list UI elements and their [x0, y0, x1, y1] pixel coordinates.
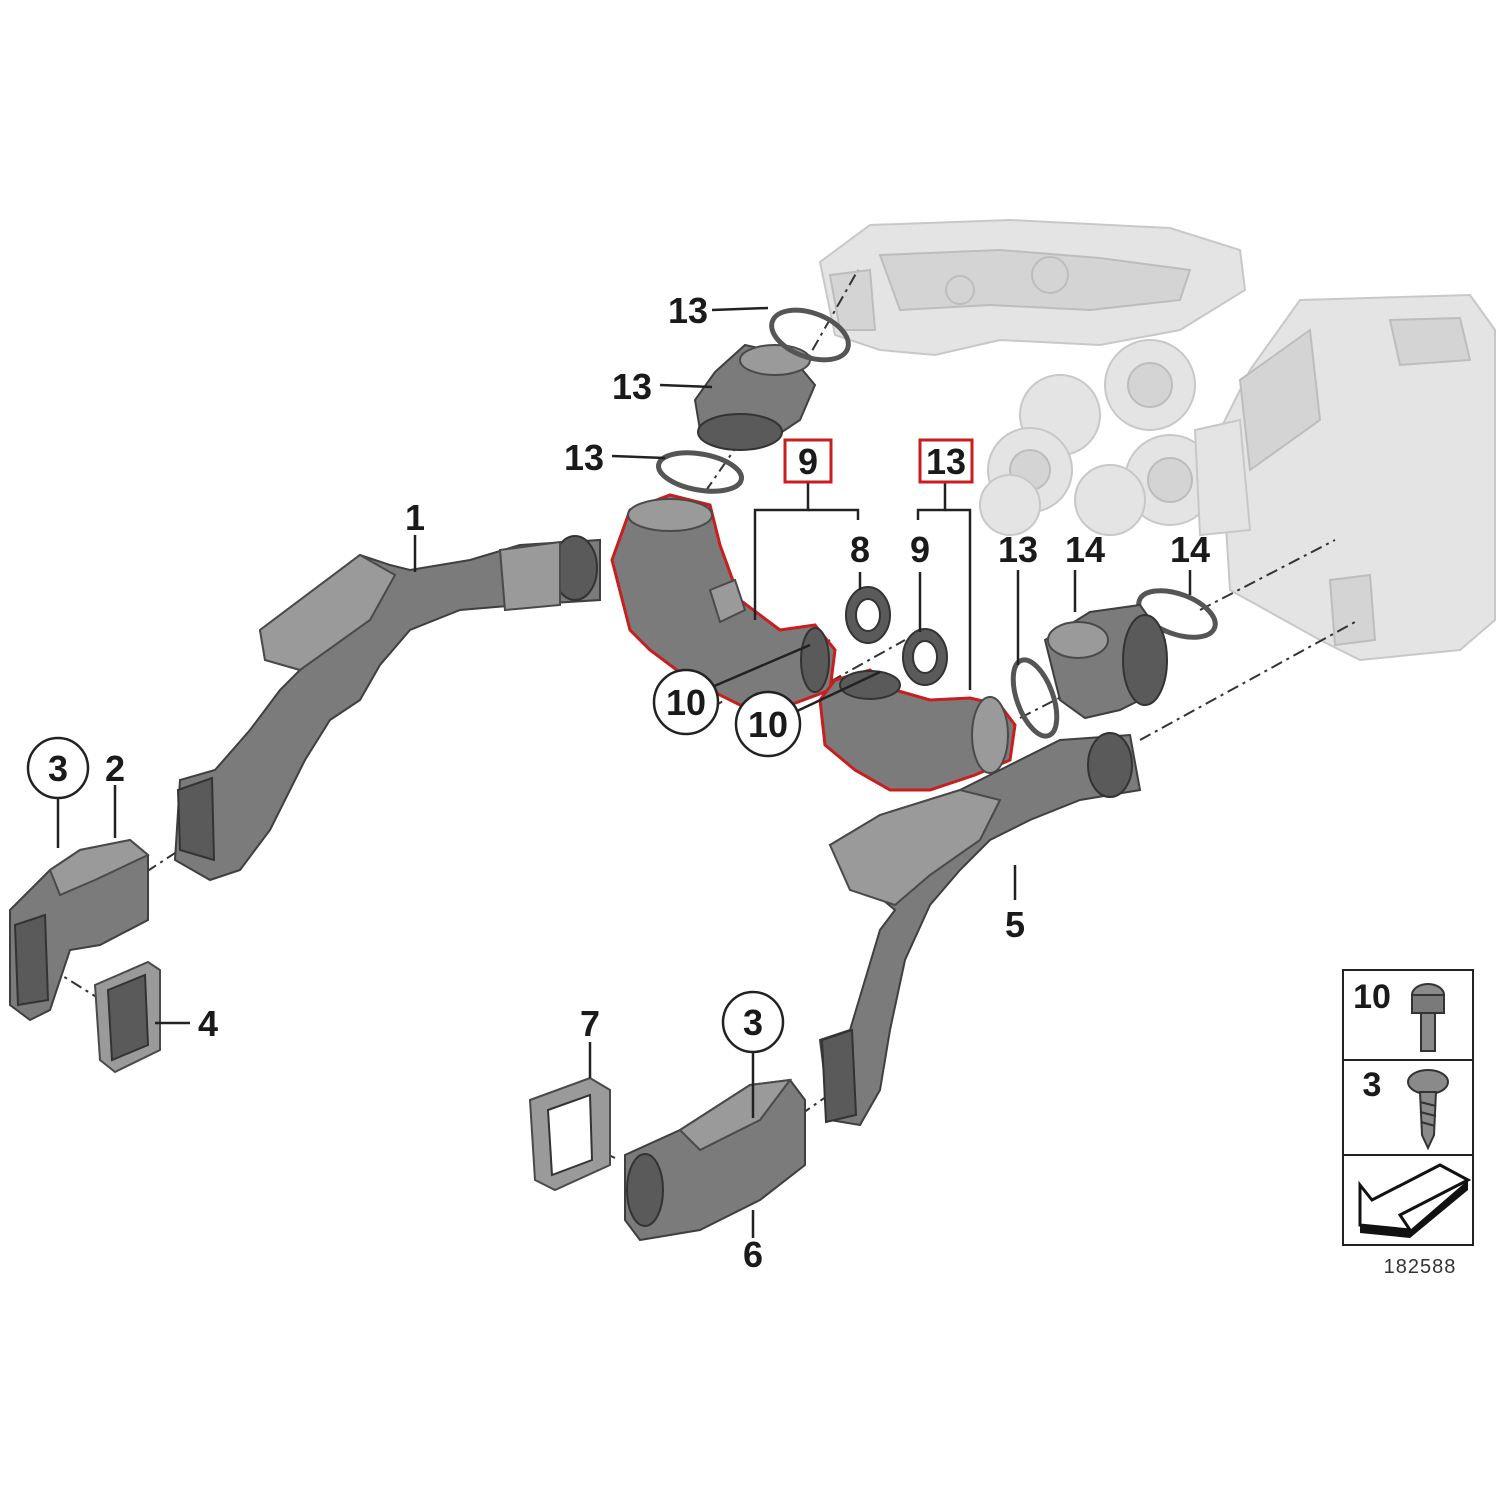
- callout-10: 10: [748, 704, 788, 745]
- torx-bolt-icon: [1411, 983, 1445, 1052]
- callout-3: 3: [743, 1002, 763, 1043]
- part-4-left-frame: [93, 960, 161, 1074]
- callout-3-circle: [26, 736, 90, 800]
- callout-5: 5: [1005, 904, 1025, 945]
- callout-1: 1: [405, 497, 425, 538]
- callout-8-box: [783, 438, 833, 484]
- part-7-right-frame: [528, 1076, 611, 1192]
- callout-10-circle: [734, 690, 802, 758]
- callout-3: 3: [48, 748, 68, 789]
- part-5-right-air-duct: [818, 732, 1142, 1127]
- callout-14: 14: [1065, 529, 1105, 570]
- legend-box: 10 3: [1342, 969, 1474, 1246]
- callout-11: 13: [926, 441, 966, 482]
- callout-2: 2: [105, 748, 125, 789]
- callout-13: 13: [564, 437, 604, 478]
- callout-13: 13: [668, 290, 708, 331]
- callout-8: 9: [798, 441, 818, 482]
- hose-clamps: [656, 307, 1218, 739]
- part-8-intake-elbow: [610, 493, 837, 707]
- turbochargers-background: [979, 339, 1252, 537]
- callout-7: 7: [580, 1003, 600, 1044]
- engine-intake-background: [818, 218, 1247, 357]
- callout-9: 9: [910, 529, 930, 570]
- part-11-intake-elbow: [818, 668, 1017, 792]
- self-tapping-screw-icon: [1407, 1069, 1449, 1151]
- legend-label-3: 3: [1363, 1066, 1382, 1104]
- callout-10: 10: [666, 682, 706, 723]
- callout-11-box: [918, 438, 974, 484]
- airbox-background: [1218, 293, 1496, 662]
- part-2-left-inlet-bracket: [9, 838, 150, 1022]
- part-14-rubber-hose: [1043, 603, 1168, 720]
- direction-arrow-icon: [1358, 1163, 1472, 1238]
- callout-labels: 13 13 13 9 13 1 8 9 13 14 14 10 10 3 2 4…: [26, 290, 1210, 1275]
- part-6-right-inlet: [624, 1078, 806, 1242]
- part-1-left-air-duct: [173, 535, 601, 882]
- reference-number: 182588: [1384, 1256, 1457, 1278]
- callout-13: 14: [1170, 529, 1210, 570]
- part-12-upper-hose: [693, 343, 817, 451]
- callout-13: 13: [998, 529, 1038, 570]
- callout-9: 8: [850, 529, 870, 570]
- legend-label-10: 10: [1353, 978, 1391, 1016]
- leader-lines: [56, 306, 1192, 1238]
- callout-12: 13: [612, 366, 652, 407]
- callout-3-circle: [721, 990, 785, 1054]
- callout-10-circle: [652, 668, 720, 736]
- callout-6: 6: [743, 1234, 763, 1275]
- part-9-seal-rings: [845, 586, 948, 686]
- callout-4: 4: [198, 1003, 218, 1044]
